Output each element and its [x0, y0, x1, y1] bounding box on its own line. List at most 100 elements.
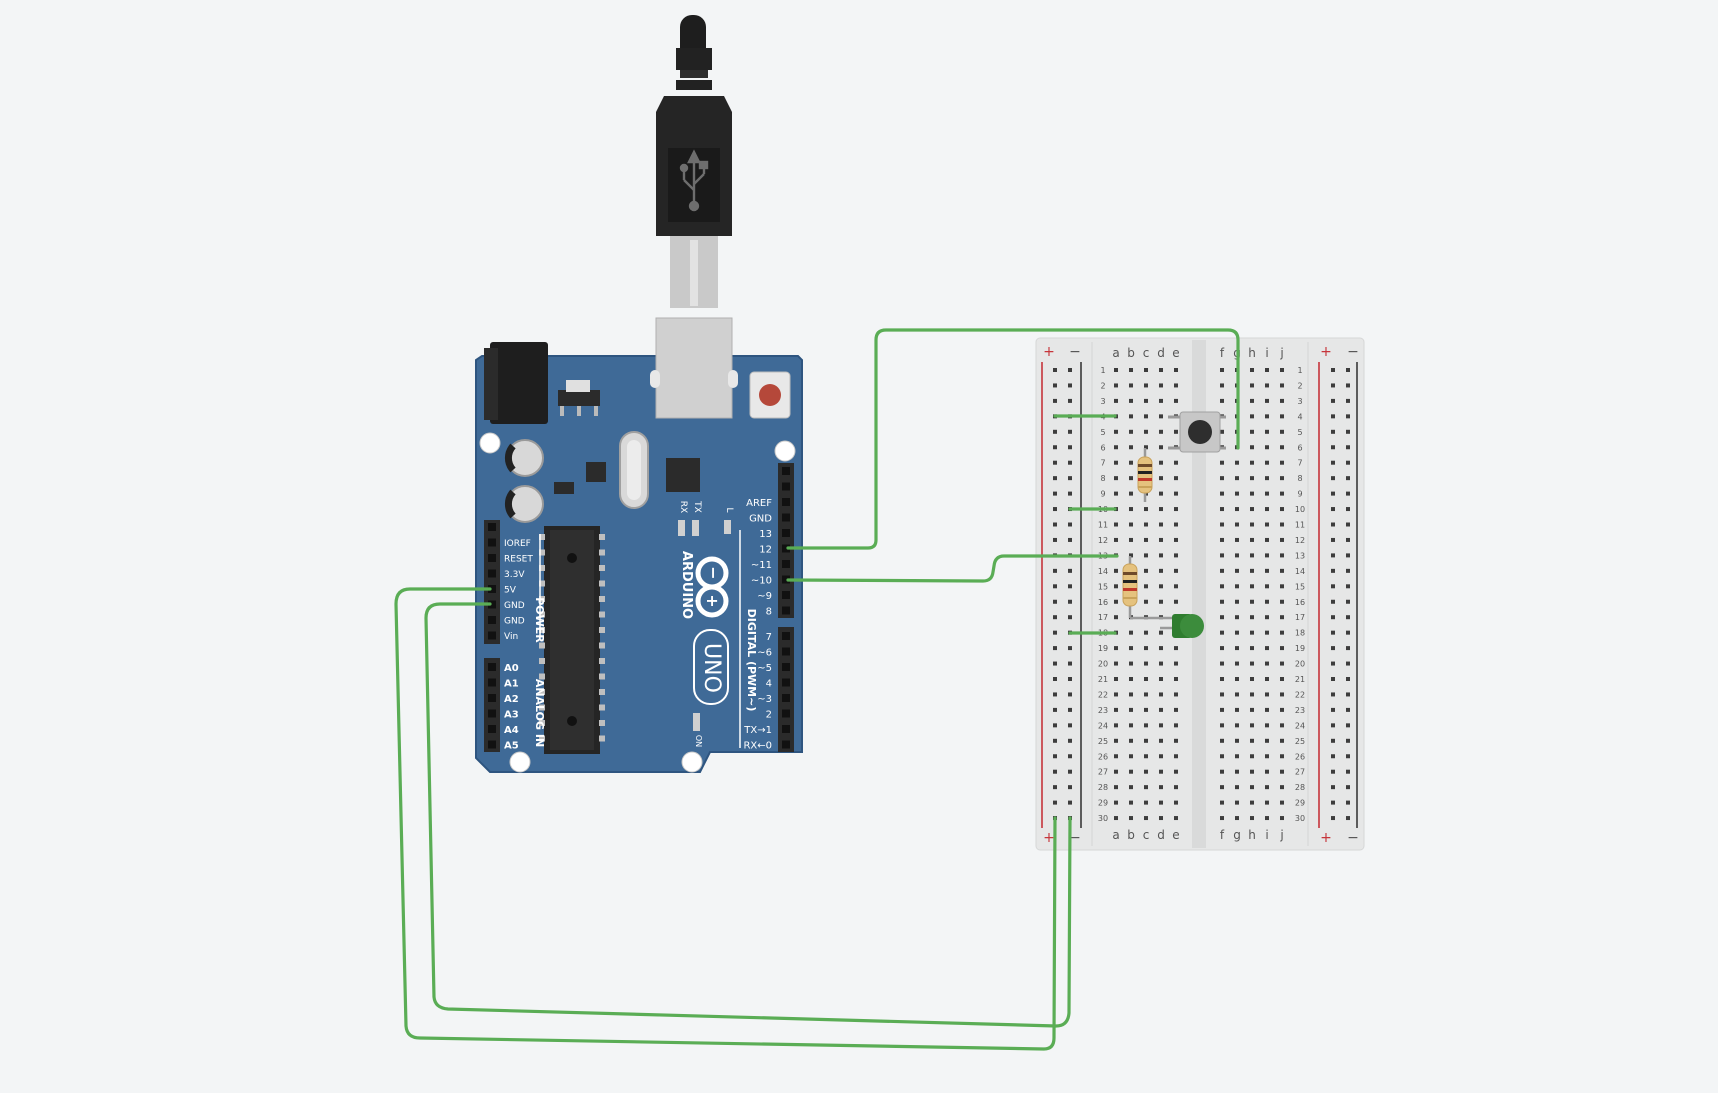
breadboard-hole[interactable]	[1114, 785, 1118, 790]
rail-hole[interactable]	[1068, 615, 1072, 620]
breadboard-hole[interactable]	[1280, 491, 1284, 496]
breadboard-hole[interactable]	[1280, 692, 1284, 697]
breadboard-hole[interactable]	[1235, 800, 1239, 805]
rail-hole[interactable]	[1346, 785, 1350, 790]
breadboard-hole[interactable]	[1144, 383, 1148, 388]
breadboard-hole[interactable]	[1265, 460, 1269, 465]
breadboard-hole[interactable]	[1159, 800, 1163, 805]
breadboard-hole[interactable]	[1129, 429, 1133, 434]
breadboard-hole[interactable]	[1220, 677, 1224, 681]
breadboard-hole[interactable]	[1174, 800, 1178, 805]
breadboard-hole[interactable]	[1280, 398, 1284, 403]
breadboard-hole[interactable]	[1265, 599, 1269, 604]
breadboard-hole[interactable]	[1220, 769, 1224, 774]
breadboard-hole[interactable]	[1144, 754, 1148, 759]
breadboard-hole[interactable]	[1265, 785, 1269, 790]
breadboard-hole[interactable]	[1250, 661, 1254, 666]
breadboard-hole[interactable]	[1220, 800, 1224, 805]
rail-hole[interactable]	[1331, 615, 1335, 620]
rail-hole[interactable]	[1068, 491, 1072, 496]
breadboard-hole[interactable]	[1174, 785, 1178, 790]
breadboard-hole[interactable]	[1280, 429, 1284, 434]
rail-hole[interactable]	[1331, 429, 1335, 434]
breadboard-hole[interactable]	[1250, 491, 1254, 496]
breadboard-hole[interactable]	[1235, 630, 1239, 635]
breadboard-hole[interactable]	[1129, 553, 1133, 558]
resistor-1[interactable]	[1137, 448, 1153, 502]
rail-hole[interactable]	[1331, 677, 1335, 681]
breadboard-hole[interactable]	[1129, 754, 1133, 759]
breadboard-hole[interactable]	[1144, 537, 1148, 542]
breadboard-hole[interactable]	[1220, 785, 1224, 790]
breadboard-hole[interactable]	[1114, 723, 1118, 728]
breadboard-hole[interactable]	[1144, 584, 1148, 589]
rail-hole[interactable]	[1068, 738, 1072, 743]
breadboard-hole[interactable]	[1280, 677, 1284, 681]
breadboard-hole[interactable]	[1114, 677, 1118, 681]
header-pin-hole[interactable]	[782, 647, 790, 656]
breadboard-hole[interactable]	[1129, 646, 1133, 651]
header-pin-hole[interactable]	[782, 606, 790, 615]
breadboard-hole[interactable]	[1265, 707, 1269, 712]
breadboard-hole[interactable]	[1265, 553, 1269, 558]
rail-hole[interactable]	[1068, 429, 1072, 434]
breadboard-hole[interactable]	[1159, 599, 1163, 604]
breadboard-hole[interactable]	[1250, 723, 1254, 728]
breadboard-hole[interactable]	[1114, 769, 1118, 774]
breadboard-hole[interactable]	[1144, 816, 1148, 821]
breadboard-hole[interactable]	[1174, 476, 1178, 481]
breadboard-hole[interactable]	[1235, 615, 1239, 620]
breadboard-hole[interactable]	[1220, 368, 1224, 372]
breadboard-hole[interactable]	[1280, 476, 1284, 481]
breadboard-hole[interactable]	[1159, 507, 1163, 512]
breadboard-hole[interactable]	[1174, 383, 1178, 388]
rail-hole[interactable]	[1331, 754, 1335, 759]
breadboard-hole[interactable]	[1129, 537, 1133, 542]
rail-hole[interactable]	[1331, 368, 1335, 372]
breadboard-hole[interactable]	[1235, 769, 1239, 774]
breadboard-hole[interactable]	[1144, 723, 1148, 728]
breadboard-hole[interactable]	[1280, 816, 1284, 821]
rail-hole[interactable]	[1331, 568, 1335, 573]
rail-hole[interactable]	[1053, 646, 1057, 651]
breadboard-hole[interactable]	[1235, 476, 1239, 481]
rail-hole[interactable]	[1068, 522, 1072, 527]
breadboard-hole[interactable]	[1235, 723, 1239, 728]
breadboard-hole[interactable]	[1174, 398, 1178, 403]
breadboard-hole[interactable]	[1235, 553, 1239, 558]
breadboard-hole[interactable]	[1129, 476, 1133, 481]
header-pin-hole[interactable]	[782, 694, 790, 702]
rail-hole[interactable]	[1068, 692, 1072, 697]
breadboard-hole[interactable]	[1114, 368, 1118, 372]
header-pin-hole[interactable]	[782, 709, 790, 718]
breadboard-hole[interactable]	[1129, 383, 1133, 388]
breadboard-hole[interactable]	[1129, 738, 1133, 743]
rail-hole[interactable]	[1346, 599, 1350, 604]
rail-hole[interactable]	[1331, 646, 1335, 651]
breadboard-hole[interactable]	[1174, 522, 1178, 527]
header-pin-hole[interactable]	[782, 498, 790, 506]
rail-hole[interactable]	[1053, 692, 1057, 697]
breadboard-hole[interactable]	[1144, 445, 1148, 450]
rail-hole[interactable]	[1053, 630, 1057, 635]
rail-hole[interactable]	[1053, 738, 1057, 743]
breadboard-hole[interactable]	[1114, 445, 1118, 450]
rail-hole[interactable]	[1053, 615, 1057, 620]
breadboard-hole[interactable]	[1265, 769, 1269, 774]
breadboard-hole[interactable]	[1280, 615, 1284, 620]
breadboard-hole[interactable]	[1174, 491, 1178, 496]
breadboard-hole[interactable]	[1265, 507, 1269, 512]
breadboard-hole[interactable]	[1280, 599, 1284, 604]
header-pin-hole[interactable]	[488, 523, 496, 531]
breadboard-hole[interactable]	[1265, 630, 1269, 635]
breadboard-hole[interactable]	[1235, 491, 1239, 496]
rail-hole[interactable]	[1068, 769, 1072, 774]
breadboard-hole[interactable]	[1174, 738, 1178, 743]
rail-hole[interactable]	[1346, 522, 1350, 527]
breadboard-hole[interactable]	[1235, 584, 1239, 589]
breadboard-hole[interactable]	[1114, 661, 1118, 666]
breadboard-hole[interactable]	[1144, 553, 1148, 558]
breadboard-hole[interactable]	[1265, 615, 1269, 620]
breadboard-hole[interactable]	[1220, 553, 1224, 558]
